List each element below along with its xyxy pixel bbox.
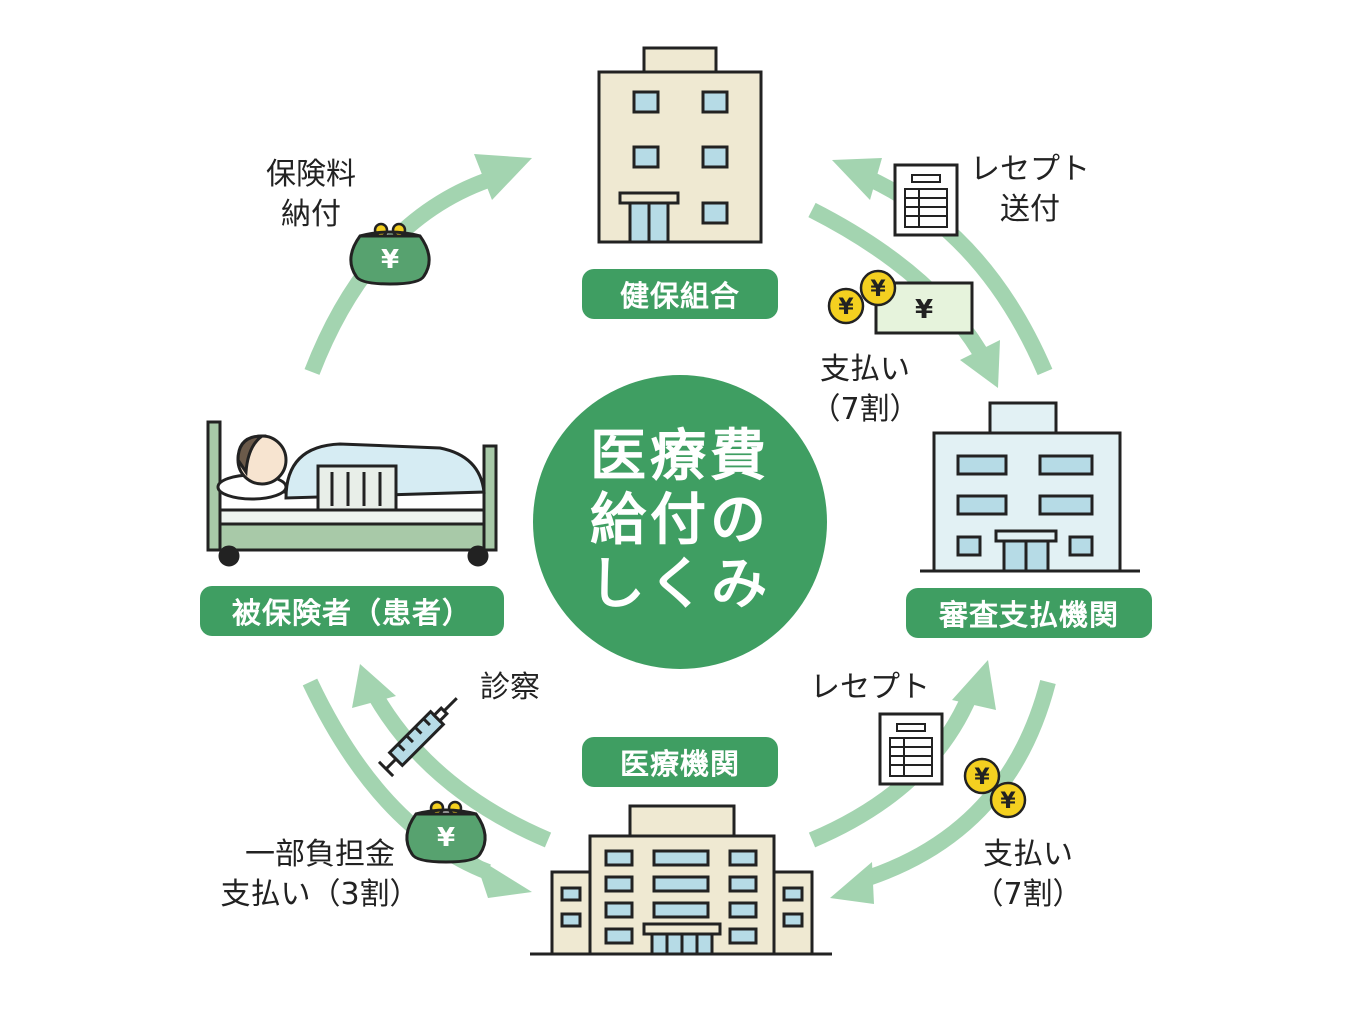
arrow-payment-to-iryo bbox=[865, 680, 1056, 886]
label-premium: 保険料 納付 bbox=[246, 155, 376, 235]
label-payment-bottom-line2: （7割） bbox=[973, 877, 1083, 912]
yen-coin-icon-3 bbox=[963, 757, 1001, 795]
label-payment-top-line1: 支払い bbox=[820, 352, 910, 387]
label-payment-top: 支払い （7割） bbox=[800, 350, 930, 430]
label-receipt-send-line2: 送付 bbox=[1000, 192, 1060, 227]
label-copay-line1: 一部負担金 bbox=[245, 837, 395, 872]
syringe-icon bbox=[377, 697, 458, 778]
label-copay-line2: 支払い（3割） bbox=[220, 877, 420, 912]
yen-coin-icon-4 bbox=[989, 781, 1027, 819]
node-hihoken: 被保険者（患者） bbox=[200, 586, 504, 636]
label-receipt: レセプト bbox=[810, 670, 930, 705]
hospital-building-icon bbox=[530, 804, 832, 956]
node-iryo: 医療機関 bbox=[582, 737, 778, 787]
label-shinsatsu: 診察 bbox=[480, 670, 540, 705]
label-payment-bottom: 支払い （7割） bbox=[958, 835, 1098, 915]
label-copay: 一部負担金 支払い（3割） bbox=[200, 835, 440, 915]
label-receipt-send-line1: レセプト bbox=[970, 152, 1090, 187]
label-premium-line2: 納付 bbox=[281, 197, 341, 232]
label-premium-line1: 保険料 bbox=[266, 157, 356, 192]
center-title-line3: しくみ bbox=[588, 552, 772, 617]
kenpo-building-icon bbox=[597, 46, 763, 244]
yen-coin-icon-2 bbox=[859, 269, 897, 307]
label-receipt-send: レセプト 送付 bbox=[960, 150, 1100, 230]
patient-in-bed-icon bbox=[206, 420, 498, 567]
arrow-shinsatsu bbox=[368, 690, 552, 848]
label-payment-bottom-line1: 支払い bbox=[983, 837, 1073, 872]
center-circle bbox=[533, 375, 827, 669]
flow-arrows bbox=[302, 170, 1056, 886]
node-kenpo: 健保組合 bbox=[582, 269, 778, 319]
center-title-line2: 給付の bbox=[590, 488, 770, 553]
label-payment-top-line2: （7割） bbox=[810, 392, 920, 427]
svg-text:¥: ¥ bbox=[915, 295, 933, 325]
receipt-icon-send bbox=[893, 163, 959, 237]
shinsa-building-icon bbox=[920, 401, 1140, 573]
arrow-heads bbox=[352, 154, 1000, 904]
center-title-line1: 医療費 bbox=[590, 424, 770, 489]
center-title: 医療費 給付の しくみ bbox=[540, 425, 820, 617]
receipt-icon bbox=[878, 712, 944, 786]
yen-coin-icon-1 bbox=[827, 287, 865, 325]
node-shinsa: 審査支払機関 bbox=[906, 588, 1152, 638]
